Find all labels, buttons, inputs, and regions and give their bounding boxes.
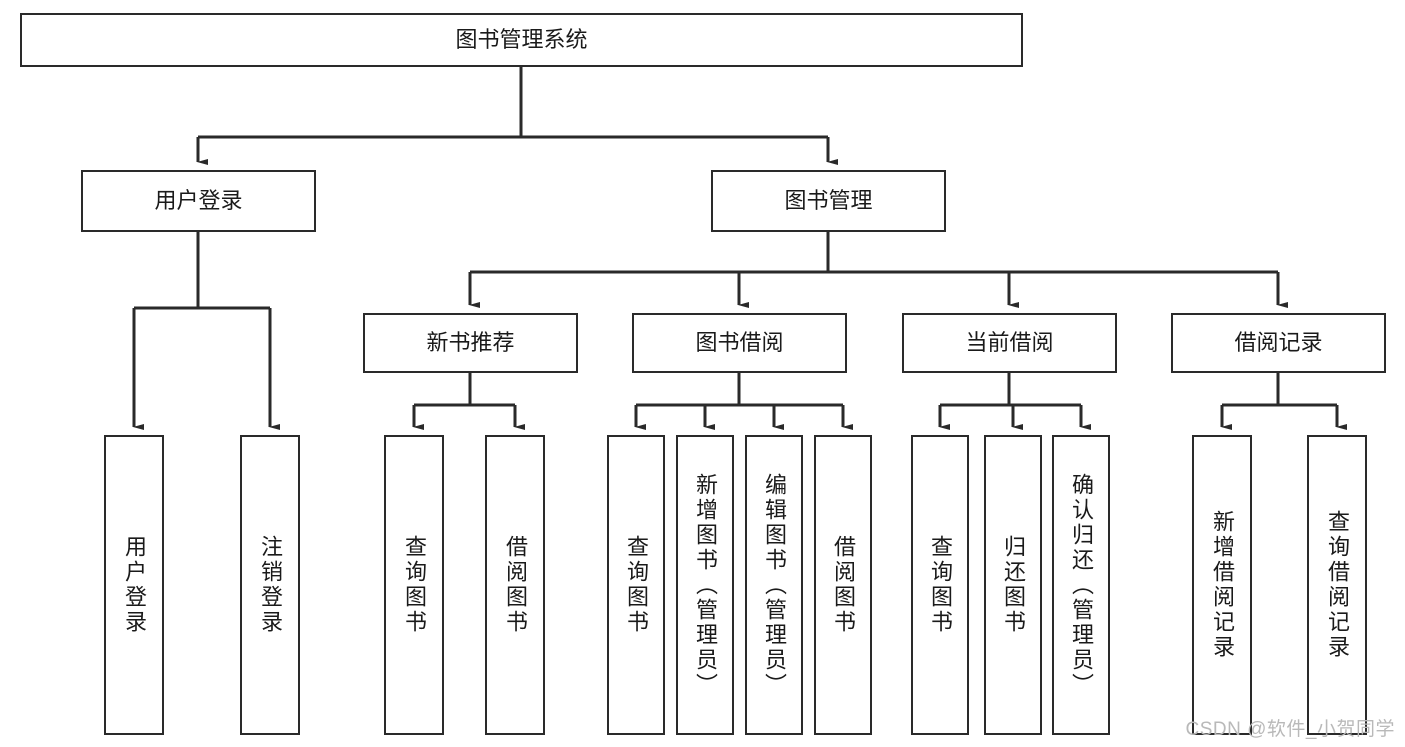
node-leaf-add-book[interactable]: 新增图书（管理员） [676,435,734,735]
node-leaf-logout-label: 注销登录 [258,535,283,635]
node-leaf-add-record-label: 新增借阅记录 [1210,510,1235,660]
node-leaf-query-book-2-label: 查询图书 [624,535,649,635]
node-leaf-confirm-return-label: 确认归还（管理员） [1069,472,1094,698]
node-user-login-label: 用户登录 [154,187,243,213]
node-book-borrow-label: 图书借阅 [695,329,784,355]
node-leaf-borrow-book-1-label: 借阅图书 [503,535,528,635]
node-leaf-borrow-book-2-label: 借阅图书 [831,535,856,635]
node-leaf-logout[interactable]: 注销登录 [240,435,300,735]
node-leaf-borrow-book-2[interactable]: 借阅图书 [814,435,872,735]
node-book-manage[interactable]: 图书管理 [711,170,946,232]
node-leaf-user-login[interactable]: 用户登录 [104,435,164,735]
node-leaf-query-record-label: 查询借阅记录 [1325,510,1350,660]
node-leaf-borrow-book-1[interactable]: 借阅图书 [485,435,545,735]
node-leaf-add-book-label: 新增图书（管理员） [693,472,718,698]
node-new-book-recommend[interactable]: 新书推荐 [363,313,578,373]
node-book-borrow[interactable]: 图书借阅 [632,313,847,373]
node-leaf-query-book-2[interactable]: 查询图书 [607,435,665,735]
node-root-label: 图书管理系统 [455,26,588,52]
node-book-manage-label: 图书管理 [784,187,873,213]
node-leaf-edit-book-label: 编辑图书（管理员） [762,472,787,698]
node-leaf-query-book-3-label: 查询图书 [928,535,953,635]
node-borrow-record-label: 借阅记录 [1234,329,1323,355]
node-leaf-edit-book[interactable]: 编辑图书（管理员） [745,435,803,735]
node-current-borrow[interactable]: 当前借阅 [902,313,1117,373]
node-leaf-return-book-label: 归还图书 [1001,535,1026,635]
node-leaf-query-book-3[interactable]: 查询图书 [911,435,969,735]
node-borrow-record[interactable]: 借阅记录 [1171,313,1386,373]
node-leaf-confirm-return[interactable]: 确认归还（管理员） [1052,435,1110,735]
node-leaf-query-book-1-label: 查询图书 [402,535,427,635]
node-leaf-query-record[interactable]: 查询借阅记录 [1307,435,1367,735]
node-leaf-add-record[interactable]: 新增借阅记录 [1192,435,1252,735]
node-leaf-query-book-1[interactable]: 查询图书 [384,435,444,735]
node-root[interactable]: 图书管理系统 [20,13,1023,67]
node-user-login[interactable]: 用户登录 [81,170,316,232]
node-leaf-user-login-label: 用户登录 [122,535,147,635]
node-new-book-recommend-label: 新书推荐 [426,329,515,355]
node-current-borrow-label: 当前借阅 [965,329,1054,355]
node-leaf-return-book[interactable]: 归还图书 [984,435,1042,735]
